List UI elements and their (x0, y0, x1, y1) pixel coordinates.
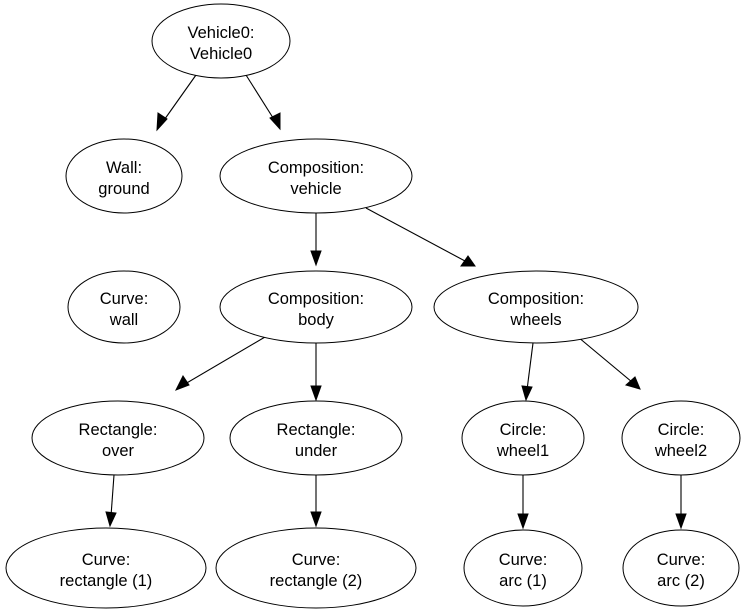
node-label-line2: vehicle (290, 180, 341, 198)
graph-node-under[interactable]: Rectangle: under (229, 400, 403, 476)
graph-edge (365, 207, 476, 267)
graph-node-arc1[interactable]: Curve: arc (1) (463, 529, 583, 607)
node-ellipse[interactable] (151, 3, 291, 79)
edge-line (110, 474, 115, 517)
node-label-line1: Rectangle: (79, 421, 158, 439)
node-ellipse[interactable] (31, 400, 205, 476)
graph-edge (310, 213, 322, 267)
graph-edge (310, 475, 322, 528)
node-label-line1: Wall: (106, 159, 142, 177)
graph-node-over[interactable]: Rectangle: over (31, 400, 205, 476)
node-label-line2: wheels (509, 311, 561, 329)
node-label-line2: arc (1) (499, 572, 547, 590)
node-label-line1: Curve: (292, 551, 341, 569)
node-ellipse[interactable] (219, 270, 413, 344)
graph-edge (577, 336, 641, 390)
graph-node-wheel2[interactable]: Circle: wheel2 (621, 400, 741, 476)
node-label-line2: wheel1 (496, 442, 549, 460)
edge-line (184, 336, 266, 385)
node-label-line2: rectangle (1) (60, 572, 153, 590)
graph-node-rectangle2[interactable]: Curve: rectangle (2) (215, 527, 417, 609)
node-ellipse[interactable] (433, 270, 639, 344)
edge-line (526, 342, 534, 391)
graph-edge (517, 475, 529, 530)
node-ellipse[interactable] (5, 527, 207, 609)
edge-arrowhead-icon (105, 511, 117, 528)
node-label-line1: Circle: (658, 421, 705, 439)
graph-edge (105, 474, 117, 528)
edges-layer (105, 74, 687, 530)
graph-edge (245, 74, 281, 131)
node-label-line1: Rectangle: (277, 421, 356, 439)
edge-arrowhead-icon (156, 112, 168, 132)
node-ellipse[interactable] (461, 400, 585, 476)
graph-node-wheels[interactable]: Composition: wheels (433, 270, 639, 344)
nodes-layer: Vehicle0:Vehicle0Wall:groundComposition:… (5, 3, 741, 609)
graph-node-vehicle[interactable]: Composition: vehicle (219, 138, 413, 214)
edge-arrowhead-icon (174, 375, 190, 391)
edge-line (365, 207, 466, 262)
node-label-line1: Curve: (82, 551, 131, 569)
node-ellipse[interactable] (65, 138, 183, 214)
graph-edge (156, 74, 197, 132)
edge-arrowhead-icon (460, 255, 476, 267)
node-label-line2: ground (98, 180, 149, 198)
node-ellipse[interactable] (67, 270, 181, 344)
node-ellipse[interactable] (621, 400, 741, 476)
node-label-line1: Composition: (268, 159, 364, 177)
graph-node-body[interactable]: Composition: body (219, 270, 413, 344)
edge-arrowhead-icon (269, 112, 281, 131)
node-label-line1: Composition: (268, 290, 364, 308)
node-ellipse[interactable] (463, 529, 583, 607)
graph-node-ground[interactable]: Wall: ground (65, 138, 183, 214)
graph-edge (310, 343, 322, 402)
graph-node-wall[interactable]: Curve: wall (67, 270, 181, 344)
edge-arrowhead-icon (310, 511, 322, 528)
edge-line (245, 74, 276, 122)
graph-edge (174, 336, 266, 391)
graph-edge (675, 475, 687, 530)
edge-arrowhead-icon (310, 250, 322, 267)
graph-node-vehicle0[interactable]: Vehicle0: Vehicle0 (151, 3, 291, 79)
node-ellipse[interactable] (622, 529, 740, 607)
node-label-line2: wheel2 (654, 442, 707, 460)
edge-line (577, 336, 633, 383)
node-label-line1: Curve: (657, 551, 706, 569)
node-label-line2: rectangle (2) (270, 572, 363, 590)
node-label-line2: under (295, 442, 338, 460)
node-ellipse[interactable] (215, 527, 417, 609)
node-label-line2: Vehicle0 (190, 45, 252, 63)
node-label-line1: Composition: (488, 290, 584, 308)
edge-arrowhead-icon (675, 513, 687, 530)
node-label-line1: Vehicle0: (188, 24, 255, 42)
edge-line (161, 74, 197, 124)
node-label-line1: Curve: (499, 551, 548, 569)
node-label-line2: wall (109, 311, 138, 329)
edge-arrowhead-icon (310, 385, 322, 402)
graph-node-rectangle1[interactable]: Curve: rectangle (1) (5, 527, 207, 609)
graph-node-wheel1[interactable]: Circle: wheel1 (461, 400, 585, 476)
node-label-line2: arc (2) (657, 572, 705, 590)
node-label-line1: Curve: (100, 290, 149, 308)
node-ellipse[interactable] (229, 400, 403, 476)
node-label-line2: body (298, 311, 335, 329)
graph-node-arc2[interactable]: Curve: arc (2) (622, 529, 740, 607)
edge-arrowhead-icon (517, 513, 529, 530)
graph-edge (521, 342, 534, 402)
edge-arrowhead-icon (624, 376, 641, 390)
edge-arrowhead-icon (521, 385, 533, 402)
node-label-line2: over (102, 442, 135, 460)
node-label-line1: Circle: (500, 421, 547, 439)
node-ellipse[interactable] (219, 138, 413, 214)
